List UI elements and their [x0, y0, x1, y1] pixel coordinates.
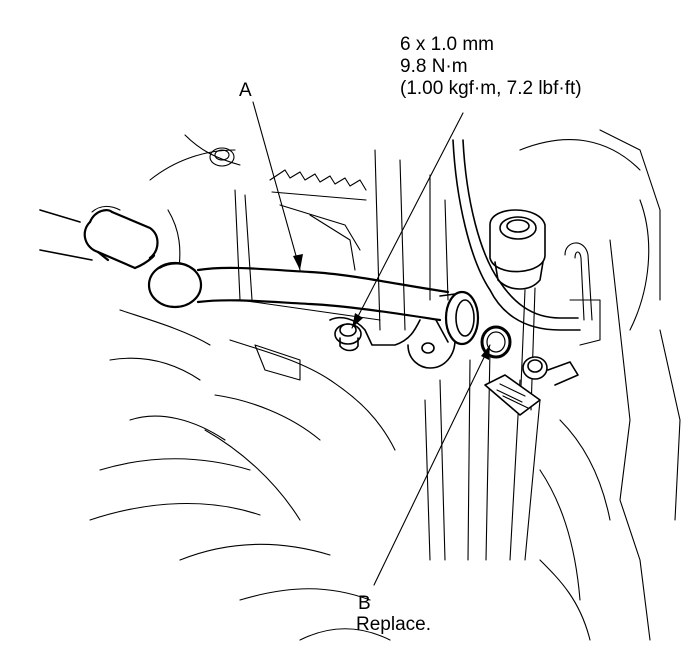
bolt	[334, 323, 362, 352]
bolt-torque-alt-label: (1.00 kgf·m, 7.2 lbf·ft)	[400, 78, 582, 99]
vertical-tube	[452, 139, 581, 331]
right-bolt	[484, 356, 579, 416]
bolt-torque-label: 9.8 N·m	[400, 56, 468, 77]
bolt-size-label: 6 x 1.0 mm	[400, 34, 494, 55]
callout-b-letter: B	[358, 593, 371, 614]
callout-a-letter: A	[239, 80, 252, 101]
pipe-a	[39, 205, 450, 322]
callout-b-note: Replace.	[356, 614, 431, 635]
leader-lines	[252, 101, 491, 586]
leader-arrowheads	[293, 254, 490, 360]
pipe-bracket	[329, 290, 480, 369]
